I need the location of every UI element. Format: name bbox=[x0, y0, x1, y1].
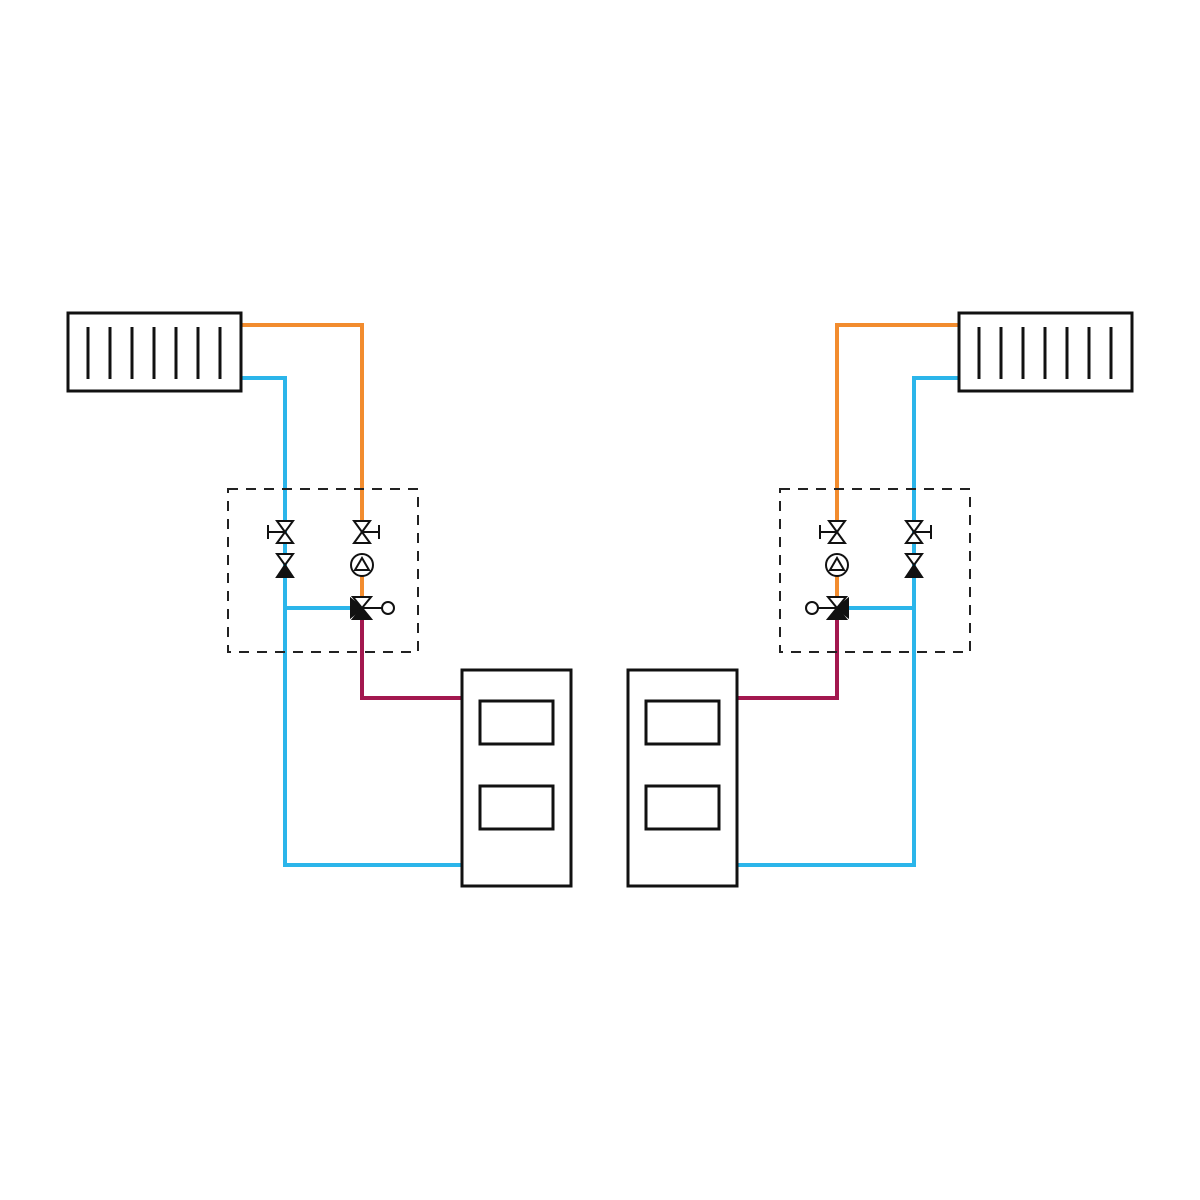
shutoff-valve-icon bbox=[819, 520, 847, 544]
right-circuit bbox=[626, 311, 1134, 888]
left-radiator bbox=[66, 311, 243, 393]
circulation-pump-icon bbox=[350, 553, 374, 577]
shutoff-valve-icon bbox=[352, 520, 380, 544]
right-primary-pipe bbox=[738, 615, 839, 700]
right-radiator bbox=[957, 311, 1134, 393]
circulation-pump-icon bbox=[825, 553, 849, 577]
shutoff-valve-icon bbox=[267, 520, 295, 544]
radiator-icon bbox=[957, 311, 1134, 393]
shutoff-valve-icon bbox=[904, 520, 932, 544]
left-circuit bbox=[66, 311, 573, 888]
boiler-icon bbox=[460, 668, 573, 888]
radiator-icon bbox=[66, 311, 243, 393]
left-primary-pipe bbox=[360, 615, 463, 700]
right-supply-pipe bbox=[835, 323, 958, 520]
three-way-mixing-valve-icon bbox=[350, 596, 374, 620]
check-valve-icon bbox=[904, 553, 924, 578]
left-supply-pipe bbox=[242, 323, 364, 520]
boiler-icon bbox=[626, 668, 739, 888]
left-pump-group bbox=[227, 488, 419, 653]
actuator-icon bbox=[362, 601, 395, 615]
right-return-pipe bbox=[738, 376, 958, 867]
three-way-mixing-valve-icon bbox=[825, 596, 849, 620]
left-return-pipe bbox=[242, 376, 463, 867]
right-boiler bbox=[626, 668, 739, 888]
check-valve-icon bbox=[275, 553, 295, 578]
right-pump-group bbox=[779, 488, 971, 653]
actuator-icon bbox=[805, 601, 837, 615]
left-boiler bbox=[460, 668, 573, 888]
